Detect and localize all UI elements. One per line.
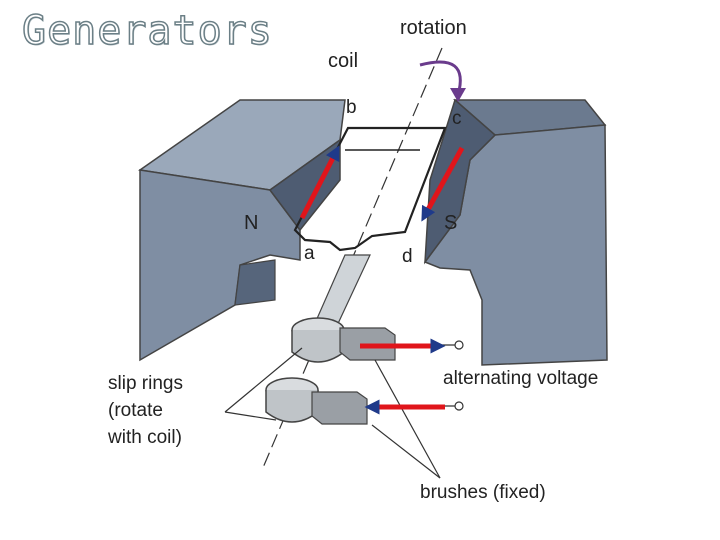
north-magnet-side xyxy=(268,138,341,232)
label-slip-rings-line1: slip rings xyxy=(108,373,183,394)
rotation-arrow xyxy=(419,60,462,96)
slip-ring-lower xyxy=(265,377,319,423)
current-arrow-left xyxy=(299,145,340,220)
label-brushes: brushes (fixed) xyxy=(420,482,546,503)
label-coil: coil xyxy=(328,50,358,72)
label-slip-rings-line2: (rotate xyxy=(108,400,163,421)
coil-loop xyxy=(293,126,447,252)
label-a: a xyxy=(304,243,315,264)
label-north: N xyxy=(244,212,258,234)
label-alternating-voltage: alternating voltage xyxy=(443,368,598,389)
slip-ring-upper xyxy=(291,317,345,363)
label-c: c xyxy=(452,108,462,129)
label-slip-rings-line3: with coil) xyxy=(107,427,182,448)
label-b: b xyxy=(346,97,357,118)
north-magnet xyxy=(138,99,346,362)
rotation-arrow-head xyxy=(450,88,466,102)
south-magnet-side xyxy=(424,98,497,265)
page-title: Generators xyxy=(21,7,273,55)
current-arrow-right xyxy=(421,146,465,222)
label-d: d xyxy=(402,246,413,267)
south-magnet xyxy=(423,98,608,366)
current-arrows xyxy=(299,145,465,415)
north-magnet-foot xyxy=(234,259,276,306)
pointer-lines xyxy=(224,347,441,479)
label-rotation: rotation xyxy=(400,17,467,39)
label-south: S xyxy=(444,212,457,234)
